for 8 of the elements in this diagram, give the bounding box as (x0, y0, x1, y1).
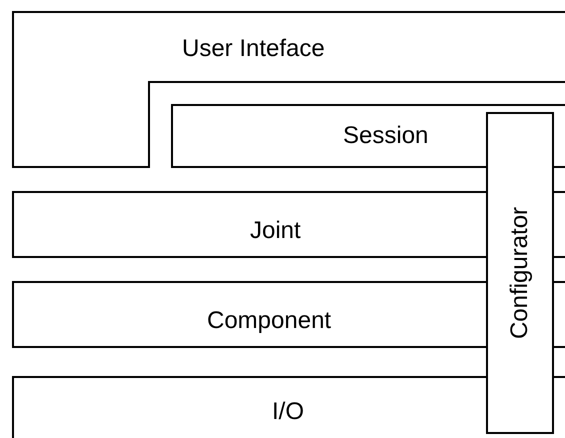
layer-label: User Inteface (182, 35, 325, 63)
layer-label: I/O (272, 398, 304, 426)
layer-band (12, 11, 565, 168)
layer-label: Component (207, 307, 332, 335)
side-box (486, 112, 554, 434)
layer-label: Joint (250, 217, 301, 245)
layer-label: Session (343, 122, 428, 150)
layer-label: Configurator (506, 206, 534, 340)
